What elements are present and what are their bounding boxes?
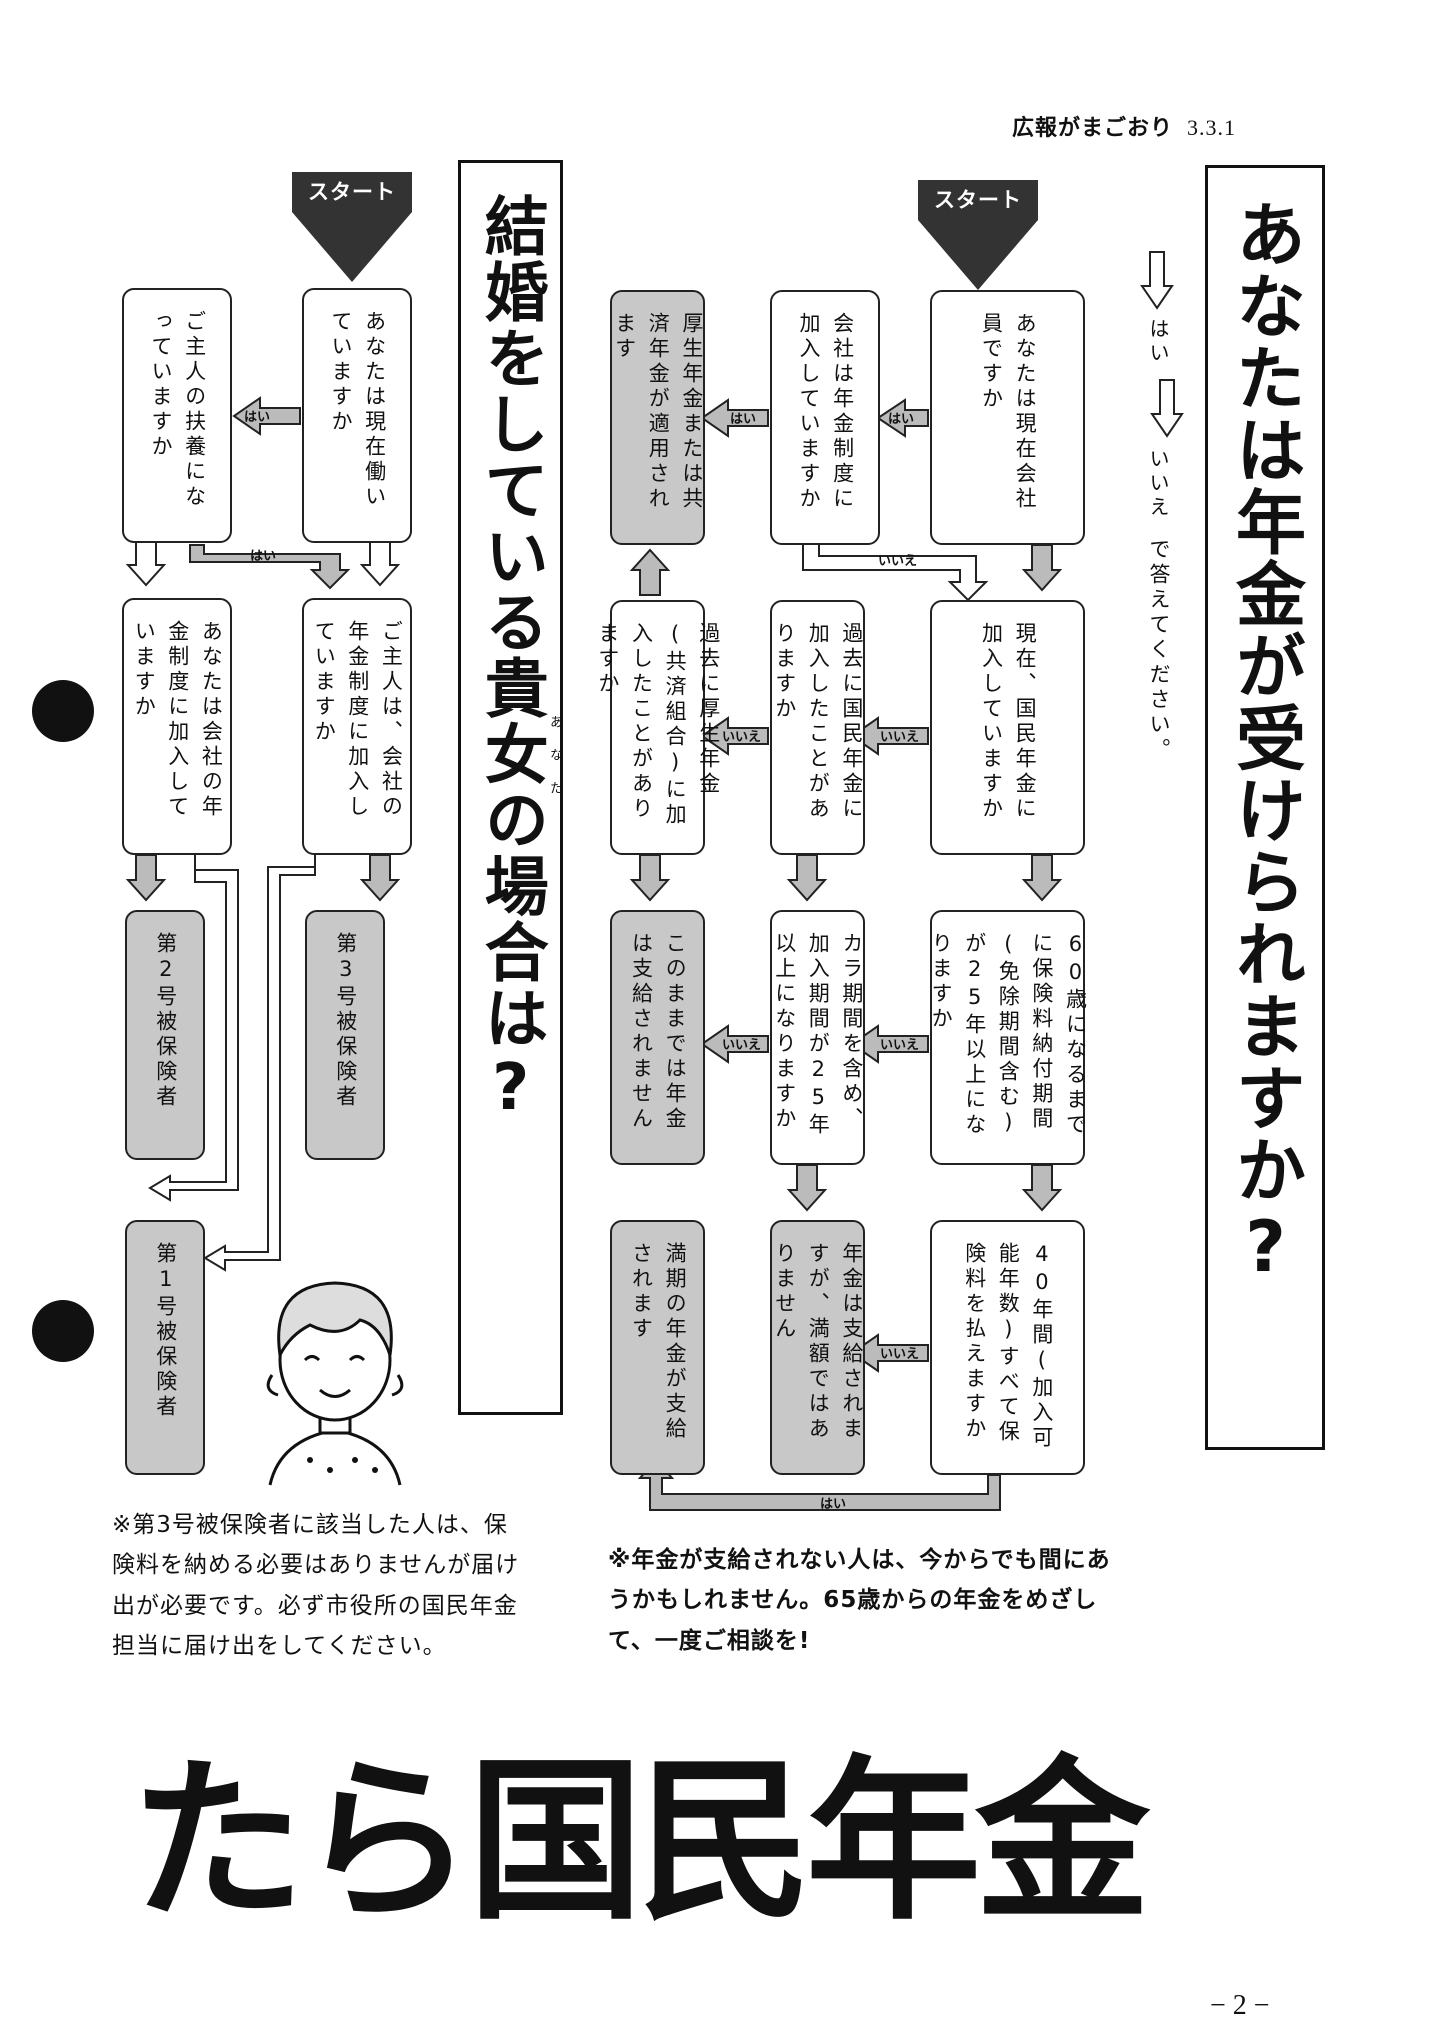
- q-working-now-text: あなたは現在働いていますか: [329, 310, 387, 510]
- q-25-years-by-60-text: 60歳になるまでに保険料納付期間(免除期間含む)が25年以上になりますか: [929, 932, 1088, 1138]
- result-type3-insured: 第3号被保険者: [305, 910, 385, 1160]
- svg-text:はい: はい: [820, 1497, 846, 1512]
- issue-date: 3.3.1: [1187, 115, 1237, 140]
- q-company-pension-text: 会社は年金制度に加入していますか: [797, 312, 855, 512]
- newsletter-title: 広報がまごおり: [1012, 116, 1174, 141]
- q-husband-company-pension: ご主人は、会社の年金制度に加入していますか: [302, 598, 412, 855]
- q-kara-period: カラ期間を含め、加入期間が25年以上になりますか: [770, 910, 865, 1165]
- legend-yes-label: はい: [1146, 318, 1170, 366]
- result-kosei-pension: 厚生年金または共済年金が適用されます: [610, 290, 705, 545]
- q-national-pension-past: 過去に国民年金に加入したことがありますか: [770, 600, 865, 855]
- svg-text:はい: はい: [250, 549, 276, 564]
- q-company-employee: あなたは現在会社員ですか: [930, 290, 1085, 545]
- punch-hole-bottom: [32, 1300, 94, 1362]
- woman-illustration: [266, 1281, 404, 1486]
- result-no-pension: このままでは年金は支給されません: [610, 910, 705, 1165]
- legend-no-label: いいえ: [1146, 448, 1170, 520]
- punch-hole-top: [32, 680, 94, 742]
- result-partial-pension: 年金は支給されますが、満額ではありません: [770, 1220, 865, 1475]
- start-label-right: スタート: [918, 180, 1038, 220]
- svg-text:はい: はい: [888, 412, 914, 427]
- result-full-pension: 満期の年金が支給されます: [610, 1220, 705, 1475]
- result-type1-insured-text: 第1号被保険者: [153, 1242, 178, 1420]
- svg-text:いいえ: いいえ: [880, 1347, 919, 1362]
- q-40-years-text: 40年間(加入可能年数)すべて保険料を払えますか: [962, 1242, 1054, 1451]
- q-national-pension-now: 現在、国民年金に加入していますか: [930, 600, 1085, 855]
- q-kosei-pension-past-text: 過去に厚生年金(共済組合)に加入したことがありますか: [595, 622, 721, 828]
- start-arrow-right-icon: [918, 220, 1038, 290]
- right-title: あなたは年金が受けられますか?: [1224, 198, 1307, 1290]
- left-title-frame: 結婚をしている貴女の場合は?: [458, 160, 563, 1415]
- result-kosei-pension-text: 厚生年金または共済年金が適用されます: [612, 312, 704, 512]
- right-title-frame: あなたは年金が受けられますか?: [1205, 165, 1325, 1450]
- legend-instruction: で答えてください。: [1147, 538, 1171, 763]
- q-national-pension-past-text: 過去に国民年金に加入したことがありますか: [772, 622, 864, 822]
- q-kosei-pension-past: 過去に厚生年金(共済組合)に加入したことがありますか: [596, 600, 721, 855]
- svg-text:はい: はい: [244, 410, 270, 425]
- q-husband-company-pension-text: ご主人は、会社の年金制度に加入していますか: [312, 620, 404, 820]
- q-25-years-by-60: 60歳になるまでに保険料納付期間(免除期間含む)が25年以上になりますか: [929, 910, 1087, 1165]
- q-husband-dependent: ご主人の扶養になっていますか: [122, 288, 232, 543]
- svg-text:いいえ: いいえ: [880, 730, 919, 745]
- left-title: 結婚をしている貴女の場合は?: [473, 193, 548, 1127]
- result-full-pension-text: 満期の年金が支給されます: [629, 1242, 688, 1442]
- q-working-now: あなたは現在働いていますか: [302, 288, 412, 543]
- result-type2-insured: 第2号被保険者: [125, 910, 205, 1160]
- q-husband-dependent-text: ご主人の扶養になっていますか: [149, 310, 207, 510]
- svg-text:いいえ: いいえ: [878, 554, 917, 569]
- legend-no-arrow-icon: [1150, 378, 1184, 442]
- svg-text:いいえ: いいえ: [722, 1038, 761, 1053]
- q-40-years: 40年間(加入可能年数)すべて保険料を払えますか: [930, 1220, 1085, 1475]
- svg-text:いいえ: いいえ: [880, 1038, 919, 1053]
- result-partial-pension-text: 年金は支給されますが、満額ではありません: [772, 1242, 864, 1442]
- start-marker-left: スタート: [292, 172, 412, 282]
- result-no-pension-text: このままでは年金は支給されません: [629, 932, 688, 1132]
- note-type3-registration: ※第3号被保険者に該当した人は、保険料を納める必要はありませんが届け出が必要です…: [112, 1512, 520, 1659]
- note-consultation: ※年金が支給されない人は、今からでも間にあうかもしれません。65歳からの年金をめ…: [608, 1547, 1111, 1654]
- svg-text:いいえ: いいえ: [722, 730, 761, 745]
- start-marker-right: スタート: [918, 180, 1038, 290]
- q-company-pension-self-text: あなたは会社の年金制度に加入していますか: [132, 620, 224, 820]
- q-kara-period-text: カラ期間を含め、加入期間が25年以上になりますか: [772, 932, 864, 1138]
- result-type1-insured: 第1号被保険者: [125, 1220, 205, 1475]
- page-number: − 2 −: [1210, 1990, 1270, 2021]
- q-company-pension: 会社は年金制度に加入していますか: [770, 290, 880, 545]
- start-label-left: スタート: [292, 172, 412, 212]
- result-type3-insured-text: 第3号被保険者: [333, 932, 358, 1110]
- svg-text:はい: はい: [730, 412, 756, 427]
- start-arrow-left-icon: [292, 212, 412, 282]
- q-company-pension-self: あなたは会社の年金制度に加入していますか: [122, 598, 232, 855]
- footer-title: たら国民年金: [130, 1739, 1150, 1944]
- result-type2-insured-text: 第2号被保険者: [153, 932, 178, 1110]
- left-title-ruby: あなた: [547, 715, 562, 814]
- q-national-pension-now-text: 現在、国民年金に加入していますか: [979, 622, 1038, 822]
- legend-yes-arrow-icon: [1140, 250, 1174, 314]
- q-company-employee-text: あなたは現在会社員ですか: [979, 312, 1038, 512]
- newsletter-header: 広報がまごおり 3.3.1: [1012, 110, 1236, 142]
